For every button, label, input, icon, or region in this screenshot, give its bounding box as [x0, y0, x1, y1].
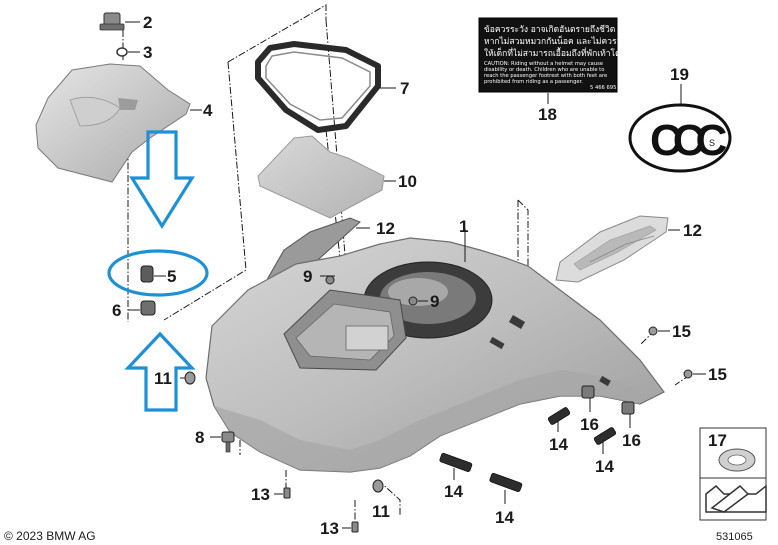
part-10-pad: [257, 135, 396, 219]
part-7-seal: [255, 41, 396, 133]
label-english-line-3: reach the passenger footrest with both f…: [484, 73, 607, 79]
callout-5: 5: [167, 267, 176, 286]
callout-14-b: 14: [595, 457, 614, 476]
callout-15-b: 15: [708, 365, 727, 384]
callout-3: 3: [143, 43, 152, 62]
callout-4: 4: [203, 101, 213, 120]
callout-10: 10: [398, 172, 417, 191]
callout-2: 2: [143, 13, 152, 32]
callout-12-left: 12: [376, 219, 395, 238]
part-17-reference-box: [699, 427, 767, 521]
callout-18: 18: [538, 105, 557, 124]
part-12-right-grille: [555, 215, 680, 283]
circle-highlight: [107, 249, 209, 297]
label-thai-line-3: ให้เด็กที่ไม่สามารถเอื้อมถึงที่พักเท้าโด…: [484, 47, 641, 59]
callout-14-d: 14: [495, 508, 514, 527]
callout-13-bottom: 13: [320, 519, 339, 538]
callout-9-left: 9: [303, 267, 312, 286]
callout-14-c: 14: [444, 482, 463, 501]
label-thai-line-2: หากไม่สวมหมวกกันน็อค และไม่ควร: [484, 35, 617, 47]
callout-11-left: 11: [154, 369, 172, 388]
label-thai-line-1: ข้อควรระวัง อาจเกิดอันตรายถึงชีวิต: [484, 24, 615, 35]
ccc-suffix: S: [709, 138, 715, 148]
down-arrow-highlight: [129, 130, 195, 230]
callout-15-a: 15: [672, 322, 691, 341]
callout-1: 1: [459, 217, 468, 236]
label-code: 5 466 695 00: [590, 85, 625, 91]
part-3-washer: [116, 47, 140, 57]
callouts: 1 2 3 4 5 6 7 8 9 9 10 11 11 12 12 13 13…: [112, 13, 727, 538]
part-6-nut: [128, 300, 156, 316]
highlight-annotations: [107, 130, 209, 412]
callout-6: 6: [112, 301, 121, 320]
part-18-warning-label: ข้อควรระวัง อาจเกิดอันตรายถึงชีวิต หากไม…: [478, 17, 641, 104]
fasteners: [180, 275, 706, 533]
diagram-number: 531065: [716, 531, 753, 543]
callout-9-right: 9: [430, 292, 439, 311]
part-1-tank-shell: [205, 228, 665, 473]
callout-16-b: 16: [622, 431, 641, 450]
label-english-line-4: prohibited from riding as a passenger.: [484, 79, 583, 85]
up-arrow-highlight: [124, 331, 196, 412]
callout-7: 7: [400, 79, 409, 98]
part-4-cover: [35, 63, 202, 183]
callout-17: 17: [708, 431, 727, 450]
callout-16-a: 16: [580, 415, 599, 434]
callout-14-a: 14: [549, 435, 568, 454]
callout-19: 19: [670, 65, 689, 84]
callout-13-left: 13: [251, 485, 270, 504]
label-english-line-1: CAUTION: Riding without a helmet may cau…: [484, 61, 603, 67]
callout-11-bottom: 11: [372, 502, 390, 521]
part-19-ccc-mark: CCC S: [628, 84, 736, 173]
ccc-letters-icon: CCC: [650, 116, 727, 165]
part-2-bolt: [99, 12, 140, 31]
callout-8: 8: [195, 428, 204, 447]
callout-12-right: 12: [683, 221, 702, 240]
copyright-text: © 2023 BMW AG: [4, 529, 96, 543]
part-14-strips: [439, 407, 617, 504]
label-english-line-2: disability or death. Children who are un…: [484, 67, 604, 73]
part-5-grommet: [140, 265, 166, 283]
